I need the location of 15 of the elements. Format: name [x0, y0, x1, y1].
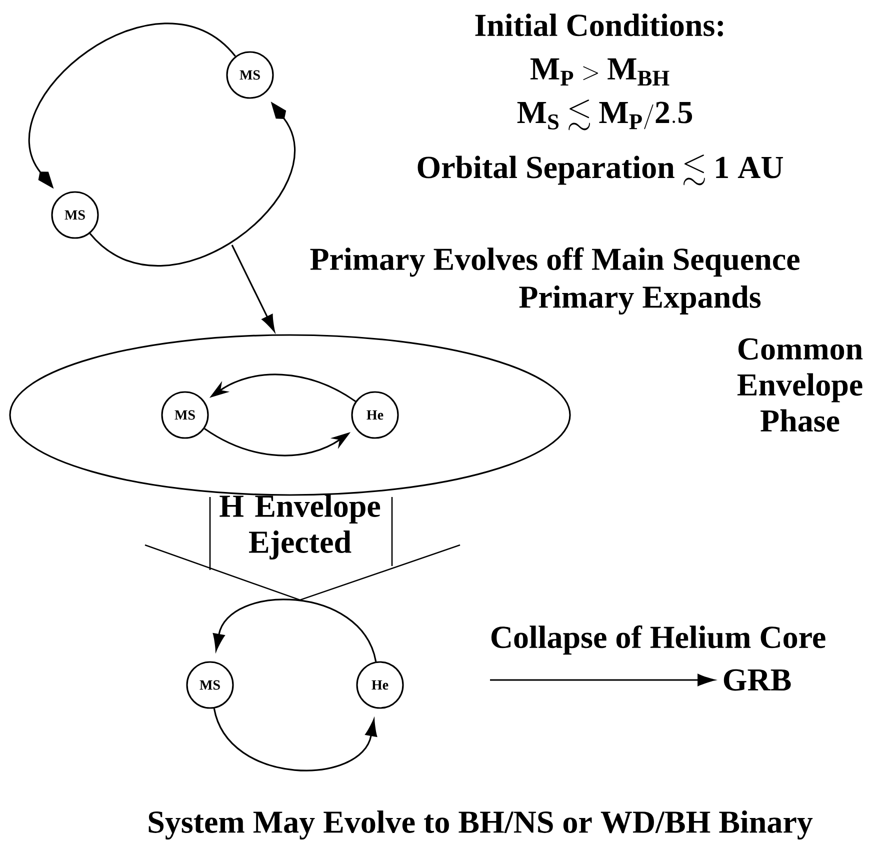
caption-text: System May Evolve to BH/NS or WD/BH Binary [148, 810, 813, 840]
envelope-ellipse [9, 334, 571, 496]
edge-label: Collapse of Helium Core [491, 625, 826, 655]
arrow [490, 674, 715, 686]
condition-formula: $\textbf{Orbital Separation} \lesssim \mathbf{1\ AU}$ [418, 154, 783, 186]
condition-formula: $\mathbf{M_P} > \mathbf{M_{BH}}$ [530, 58, 670, 86]
caption-text: Initial Conditions: [475, 14, 723, 36]
caption-text: Common Envelope Phase [737, 338, 863, 432]
node-label: GRB [724, 669, 791, 691]
arrow [231, 244, 275, 332]
condition-formula: $\mathbf{M_S} \lesssim \mathbf{M_P} / \mathbf{2.5}$ [517, 100, 692, 130]
orbit-arrow [213, 708, 378, 772]
orbit-arrow [212, 598, 377, 662]
caption-text: Primary Evolves off Main Sequence [310, 247, 800, 277]
caption-text: Primary Expands [519, 285, 761, 315]
